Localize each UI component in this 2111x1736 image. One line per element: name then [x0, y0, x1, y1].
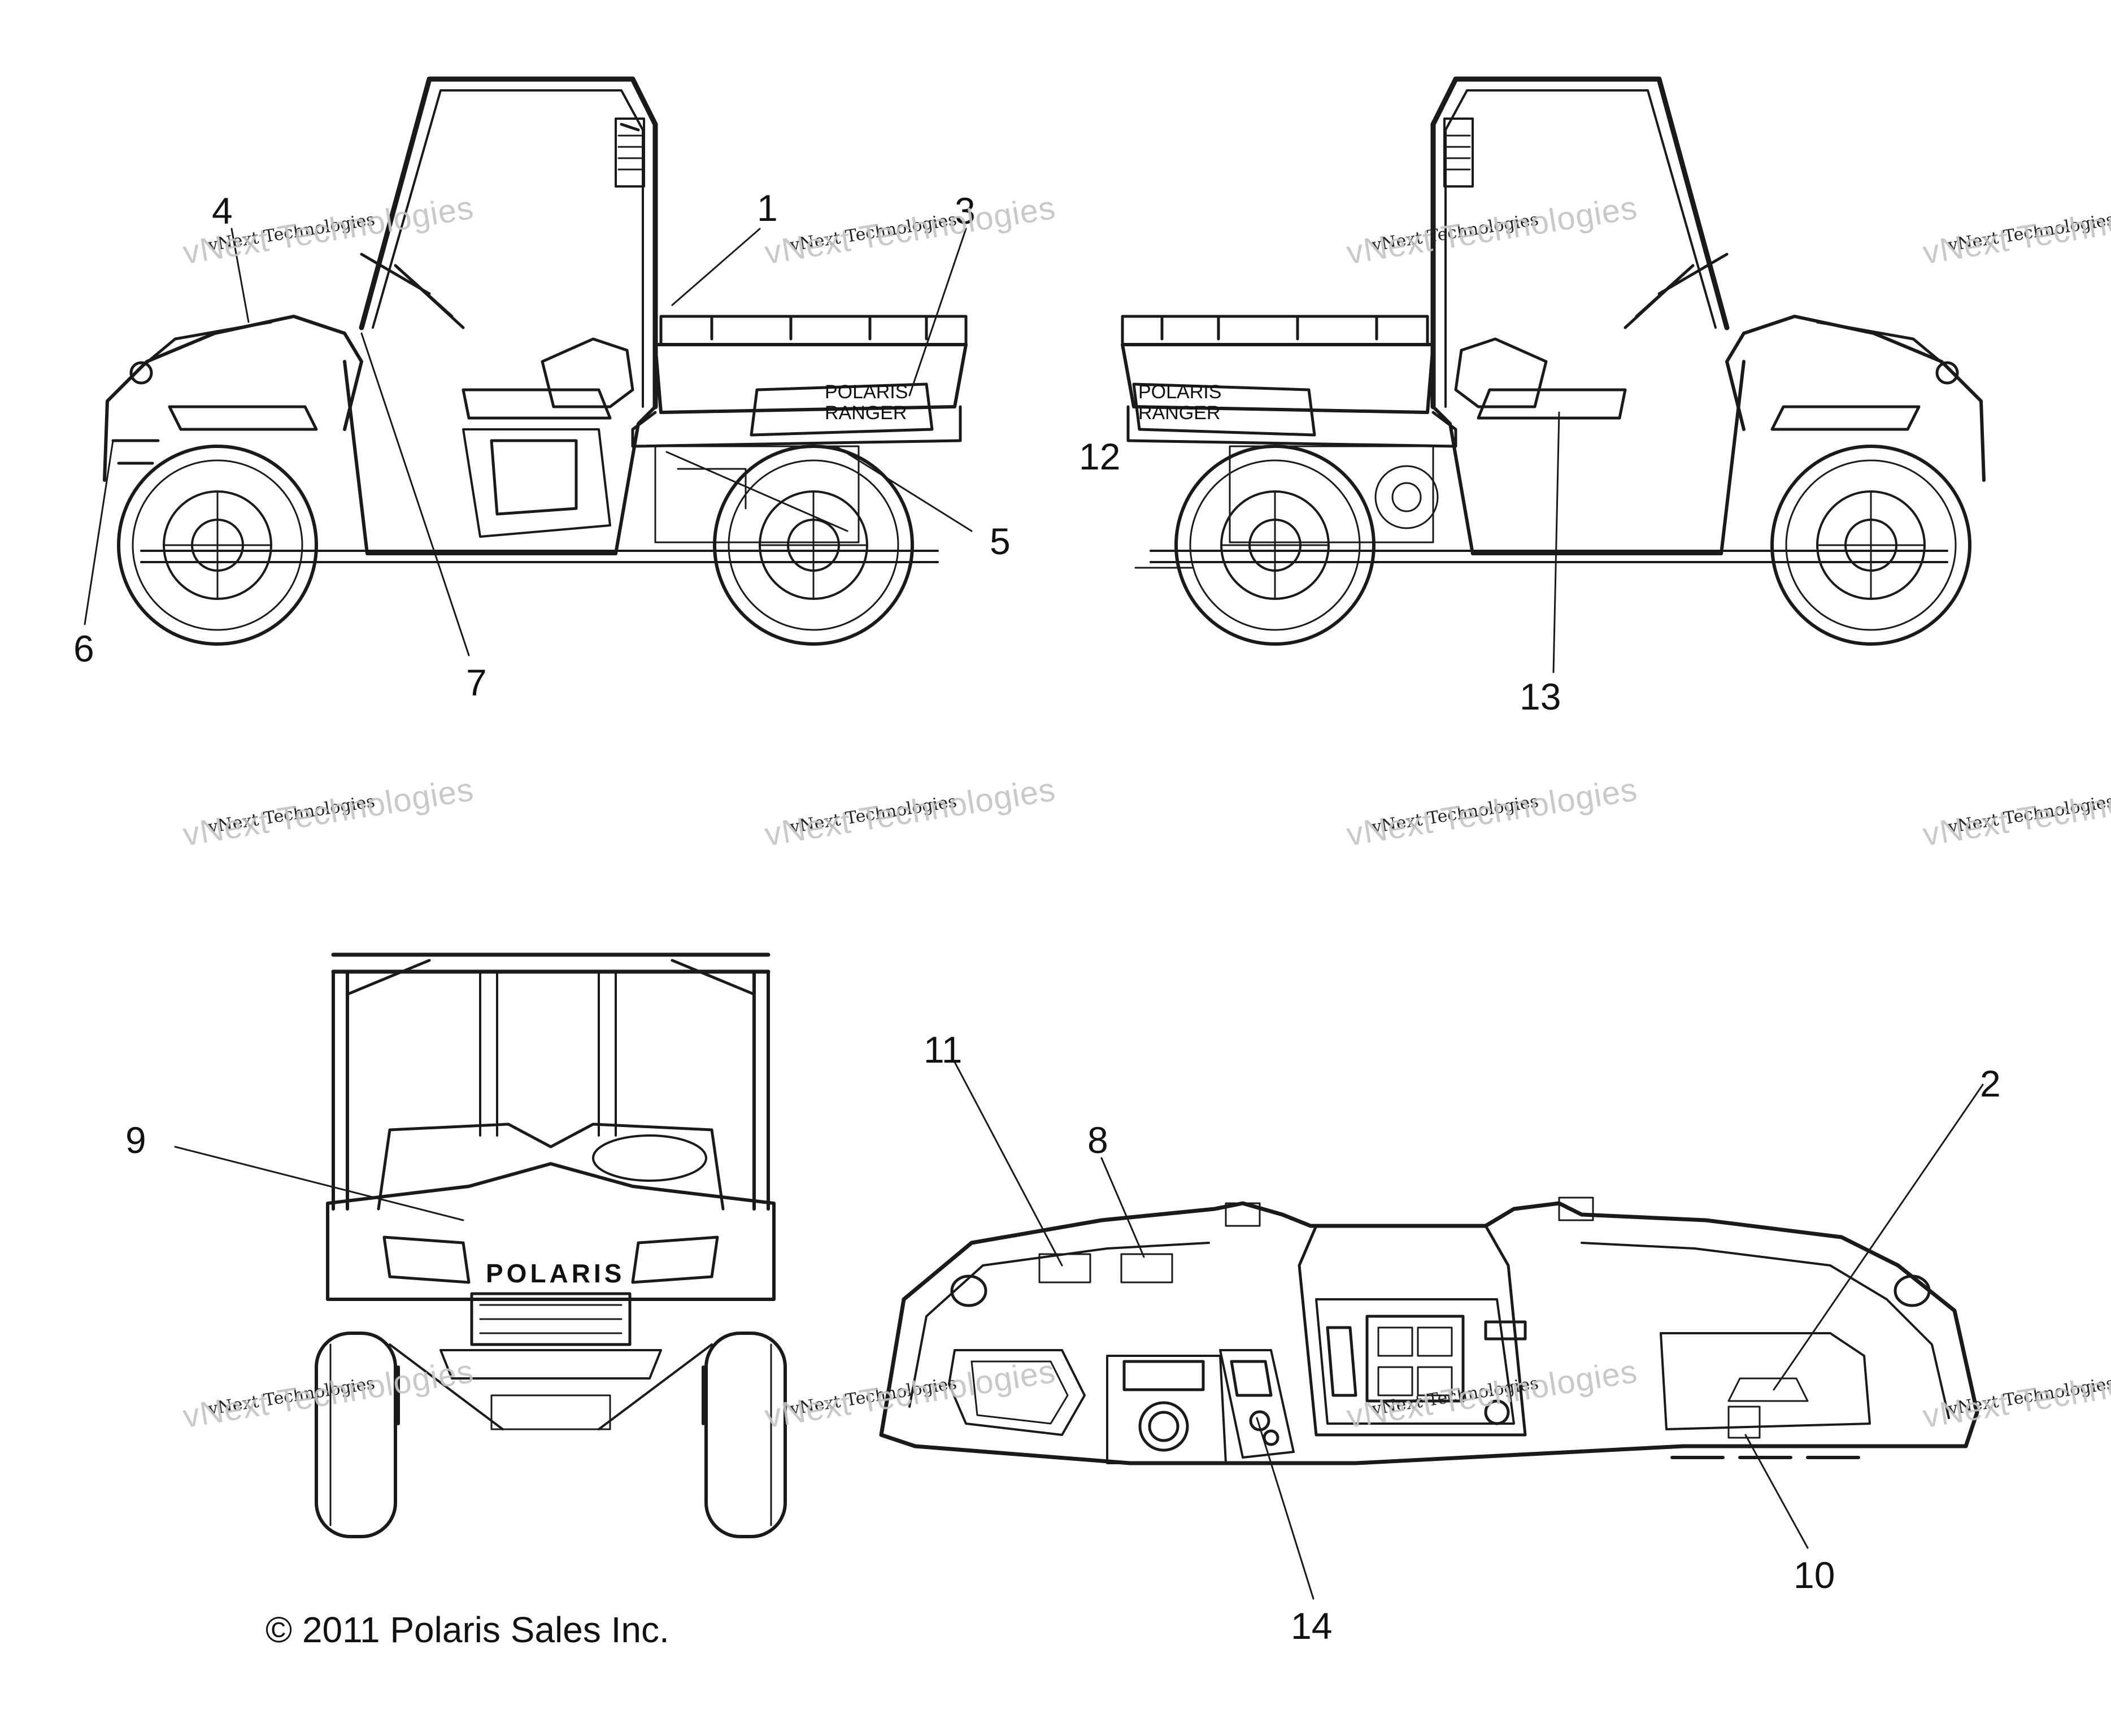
- callout-4: 4: [212, 190, 233, 232]
- callout-14: 14: [1291, 1605, 1333, 1647]
- polaris-badge-left: POLARIS: [825, 381, 908, 403]
- vehicle-right-side-view: [1121, 76, 1986, 646]
- callout-6: 6: [73, 628, 94, 669]
- polaris-badge-right: POLARIS: [1138, 381, 1221, 403]
- polaris-front-logo: POLARIS: [486, 1259, 625, 1288]
- vehicle-left-side-view: [103, 76, 968, 646]
- dashboard-view: [879, 1197, 1979, 1465]
- copyright-text: © 2011 Polaris Sales Inc.: [265, 1609, 669, 1650]
- callout-10: 10: [1794, 1554, 1835, 1596]
- decal-8: [1120, 1253, 1173, 1283]
- vehicle-front-view: [315, 952, 787, 1538]
- callout-8: 8: [1087, 1119, 1108, 1161]
- callout-2: 2: [1980, 1063, 2001, 1104]
- callout-11: 11: [924, 1029, 963, 1071]
- callout-5: 5: [990, 520, 1011, 562]
- callout-1: 1: [757, 187, 778, 229]
- decal-11: [1038, 1253, 1091, 1283]
- callout-12: 12: [1079, 436, 1121, 477]
- decal-10: [1727, 1406, 1761, 1439]
- callout-3: 3: [955, 190, 976, 232]
- leader-lines: [84, 228, 1984, 1600]
- callout-9: 9: [125, 1119, 146, 1161]
- callout-7: 7: [466, 662, 487, 703]
- ranger-text-right: RANGER: [1138, 402, 1220, 424]
- ranger-text-left: RANGER: [825, 402, 907, 424]
- callout-13: 13: [1520, 676, 1561, 717]
